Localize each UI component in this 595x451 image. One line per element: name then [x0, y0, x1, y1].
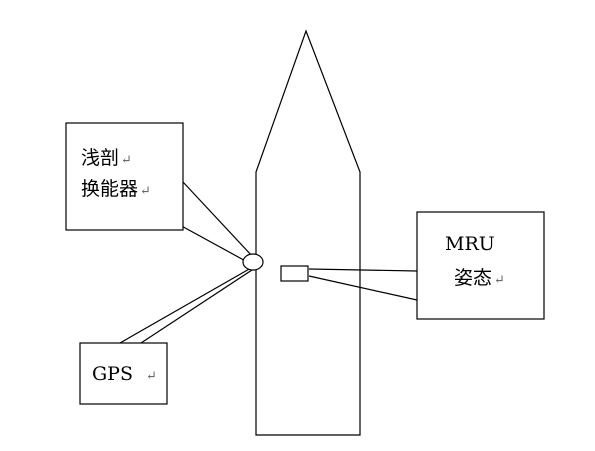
return-mark-icon: ↵: [140, 184, 151, 199]
transducer-callout: 浅剖 ↵ 换能器 ↵: [65, 122, 184, 231]
return-mark-icon: ↵: [494, 273, 505, 288]
gps-label: GPS: [92, 363, 133, 385]
transducer-callout-box: [65, 122, 184, 231]
gps-leader: [119, 267, 256, 344]
mru-callout-box: [416, 211, 545, 320]
mru-label-line2: 姿态: [454, 267, 492, 289]
transducer-sensor: [242, 253, 264, 271]
transducer-label-line2: 换能器: [81, 178, 138, 200]
mru-leader: [308, 268, 418, 301]
mru-unit: [280, 265, 309, 282]
mru-label-line1: MRU: [445, 233, 495, 255]
mru-callout: MRU 姿态 ↵: [416, 211, 545, 320]
gps-callout-box: [79, 342, 168, 405]
return-mark-icon: ↵: [121, 153, 132, 168]
transducer-label-line1: 浅剖: [81, 147, 119, 169]
return-mark-icon: ↵: [146, 369, 157, 384]
ship-hull: [255, 29, 361, 436]
gps-callout: GPS ↵: [79, 342, 168, 405]
